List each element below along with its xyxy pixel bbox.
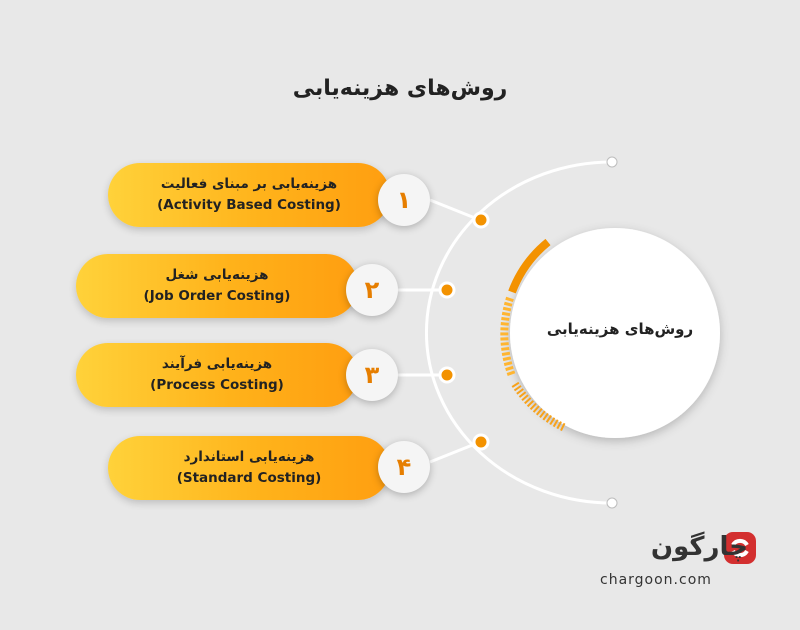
- method-fa-label: هزینه‌یابی بر مبنای فعالیت: [160, 176, 338, 192]
- method-en-label: (Activity Based Costing): [157, 197, 341, 213]
- brand-url: chargoon.com: [600, 572, 712, 588]
- connector-line-4: [429, 440, 481, 464]
- method-pill-3: هزینه‌یابی فرآیند (Process Costing): [76, 343, 358, 407]
- arc-end-top: [606, 156, 618, 168]
- number-badge-3: ۳: [346, 349, 398, 401]
- connector-line-1: [429, 198, 481, 222]
- ring-segment-3: [511, 381, 567, 432]
- method-fa-label: هزینه‌یابی شغل: [165, 267, 269, 283]
- method-pill-1: هزینه‌یابی بر مبنای فعالیت (Activity Bas…: [108, 163, 390, 227]
- arc-node-1: [472, 211, 490, 229]
- brand-name: چارگون: [650, 532, 748, 562]
- arc-end-bottom: [606, 497, 618, 509]
- arc-node-4: [472, 433, 490, 451]
- number-badge-4: ۴: [378, 441, 430, 493]
- ring-segment-1: [508, 238, 551, 294]
- connector-arc: [424, 160, 613, 505]
- method-en-label: (Job Order Costing): [143, 288, 291, 304]
- number-badge-2: ۲: [346, 264, 398, 316]
- page-title: روش‌های هزینه‌یابی: [292, 76, 508, 101]
- method-en-label: (Process Costing): [150, 377, 284, 393]
- arc-node-2: [438, 281, 456, 299]
- ring-segment-2: [500, 296, 516, 378]
- method-en-label: (Standard Costing): [176, 470, 322, 486]
- method-fa-label: هزینه‌یابی استاندارد: [183, 449, 315, 465]
- number-badge-1: ۱: [378, 174, 430, 226]
- center-circle: [510, 228, 720, 438]
- method-fa-label: هزینه‌یابی فرآیند: [161, 356, 273, 372]
- method-pill-2: هزینه‌یابی شغل (Job Order Costing): [76, 254, 358, 318]
- arc-node-3: [438, 366, 456, 384]
- method-pill-4: هزینه‌یابی استاندارد (Standard Costing): [108, 436, 390, 500]
- chargoon-logo: [724, 532, 756, 564]
- center-label: روش‌های هزینه‌یابی: [546, 320, 694, 338]
